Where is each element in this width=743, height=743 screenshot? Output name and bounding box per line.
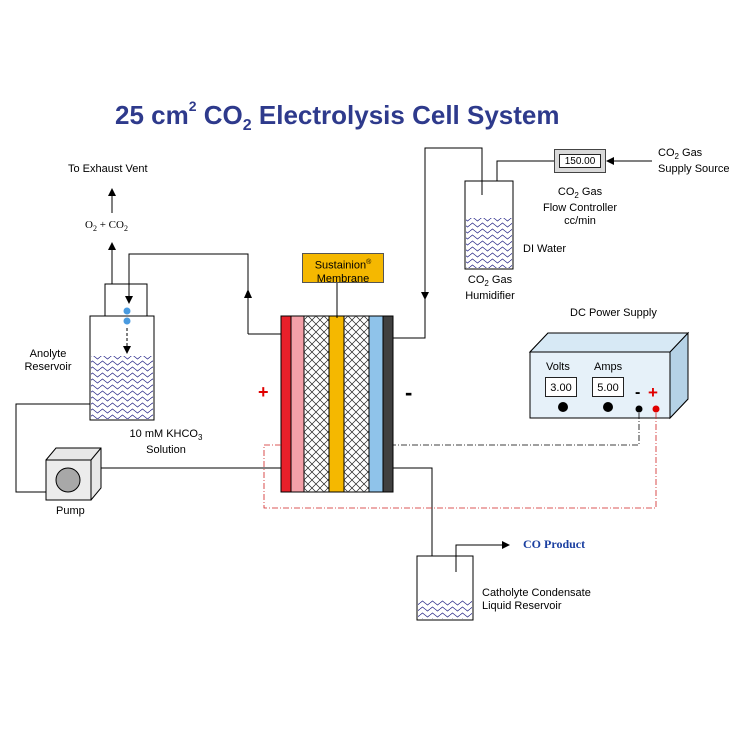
flow-readout: 150.00 — [559, 154, 601, 168]
humidifier-outlet — [421, 147, 483, 300]
exhaust-vent-label: To Exhaust Vent — [68, 163, 148, 175]
dc-power-supply-label: DC Power Supply — [570, 307, 657, 319]
anode-plus-sign: + — [258, 382, 269, 402]
supply-plus-terminal: + — [648, 383, 658, 402]
catholyte-reservoir — [416, 555, 474, 621]
amps-readout: 5.00 — [592, 377, 624, 397]
negative-wire — [393, 413, 640, 446]
pump-label: Pump — [56, 505, 85, 517]
volts-label: Volts — [546, 361, 570, 373]
positive-wire — [263, 413, 657, 509]
pump — [45, 447, 102, 501]
sustainion-membrane-label: Sustainion®Membrane — [302, 253, 384, 285]
co-product-line — [455, 541, 510, 572]
reservoir-to-pump — [15, 403, 90, 496]
co2-humidifier — [464, 180, 514, 270]
cathode-outlet — [393, 467, 436, 577]
bubble — [123, 317, 131, 325]
dc-power-supply — [528, 331, 690, 420]
volts-readout: 3.00 — [545, 377, 577, 397]
gas-output-label: O2 + CO2 — [85, 219, 128, 234]
co-product-label: CO Product — [523, 537, 586, 551]
di-water-label: DI Water — [523, 243, 566, 255]
diagram-title: 25 cm2 CO2 Electrolysis Cell System — [115, 98, 560, 134]
bubble — [123, 307, 131, 315]
supply-minus-terminal: - — [635, 384, 641, 401]
amps-label: Amps — [594, 361, 623, 373]
anolyte-reservoir — [89, 283, 155, 421]
electrolysis-cell — [280, 315, 394, 493]
cathode-minus-sign: - — [405, 380, 413, 405]
